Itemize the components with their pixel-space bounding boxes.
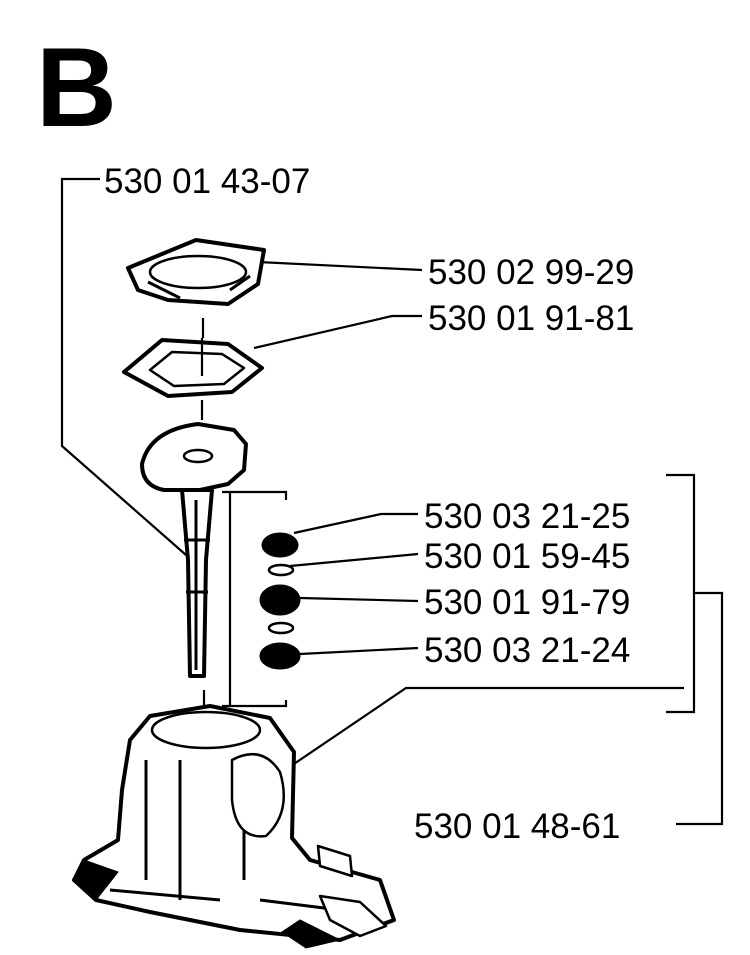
gear-housing	[72, 704, 396, 949]
part-number-seal-upper: 530 03 21-25	[424, 497, 630, 536]
seal-upper	[261, 532, 299, 558]
part-number-tube-assembly: 530 01 43-07	[104, 162, 310, 201]
part-number-washer: 530 01 59-45	[424, 537, 630, 576]
part-number-upper-housing: 530 02 99-29	[428, 253, 634, 292]
bearing	[259, 584, 301, 616]
part-number-bearing: 530 01 91-79	[424, 583, 630, 622]
shaft-pin	[222, 490, 288, 708]
leader-lines	[60, 177, 724, 826]
part-number-seal-lower: 530 03 21-24	[424, 631, 630, 670]
washer	[267, 563, 295, 577]
tube-assembly	[140, 422, 248, 678]
section-letter: B	[36, 25, 117, 150]
washer-2	[267, 621, 295, 635]
upper-housing-cap	[126, 238, 266, 306]
part-number-gasket: 530 01 91-81	[428, 299, 634, 338]
part-number-kit: 530 01 48-61	[414, 807, 620, 846]
gasket	[122, 338, 264, 398]
seal-lower	[259, 642, 301, 670]
